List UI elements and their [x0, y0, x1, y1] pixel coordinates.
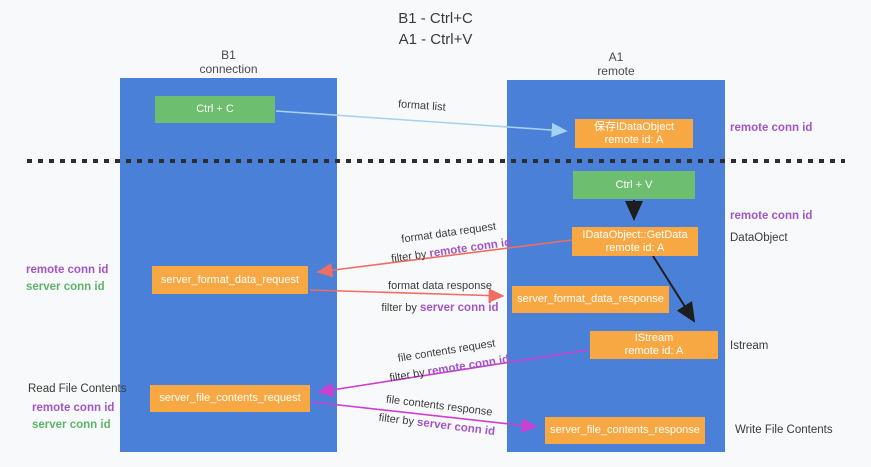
lane-a1-name: A1 — [608, 50, 624, 64]
read-file-contents-label: Read File Contents — [28, 383, 127, 395]
lane-header-a1: A1 remote — [507, 50, 725, 78]
filter-by-text: filter by — [381, 302, 420, 314]
ctrl-v-label: Ctrl + V — [615, 178, 653, 191]
format-list-text: format list — [397, 98, 447, 114]
server-conn-id-label-left-1: server conn id — [26, 281, 105, 293]
format-data-response-label: format data response filter by server co… — [370, 275, 510, 319]
format-data-response-text: format data response — [388, 280, 492, 292]
server-format-data-request-label: server_format_data_request — [160, 273, 300, 286]
save-idataobject-line2: remote id: A — [604, 133, 664, 146]
server-format-data-response-label: server_format_data_response — [517, 293, 664, 305]
ctrl-c-label: Ctrl + C — [196, 103, 234, 115]
remote-conn-id-label-top: remote conn id — [730, 122, 813, 134]
lane-a1-role: remote — [597, 64, 635, 78]
save-idataobject-line1: 保存IDataObject — [593, 120, 675, 133]
filter-by-text: filter by — [390, 248, 431, 266]
server-conn-id-text: server conn id — [419, 302, 499, 314]
server-file-contents-request-label: server_file_contents_request — [159, 392, 301, 404]
file-contents-response-label: file contents response filter by server … — [366, 389, 510, 444]
istream-line2: remote id: A — [624, 345, 684, 357]
remote-conn-id-label-mid: remote conn id — [730, 210, 813, 222]
write-file-contents-label: Write File Contents — [735, 424, 833, 436]
server-file-contents-response-label: server_file_contents_response — [550, 424, 700, 436]
filter-by-text: filter by — [388, 366, 429, 385]
ctrl-v-box: Ctrl + V — [573, 171, 695, 199]
remote-conn-id-label-left-2: remote conn id — [32, 402, 115, 414]
lane-header-b1: B1 connection — [120, 48, 337, 76]
dashed-separator-line — [27, 159, 845, 163]
format-list-label: format list — [398, 98, 446, 113]
diagram-title: B1 - Ctrl+C A1 - Ctrl+V — [0, 8, 871, 50]
getdata-box: IDataObject::GetData remote id: A — [572, 227, 698, 256]
remote-conn-id-label-left-1: remote conn id — [26, 264, 109, 276]
lane-b1-role: connection — [199, 62, 258, 76]
format-data-response-filter: filter by server conn id — [370, 297, 510, 319]
server-file-contents-request-box: server_file_contents_request — [150, 385, 310, 412]
title-line-2: A1 - Ctrl+V — [398, 31, 473, 48]
istream-box: IStream remote id: A — [590, 331, 718, 359]
istream-line1: IStream — [634, 332, 674, 344]
server-format-data-request-box: server_format_data_request — [152, 266, 308, 294]
getdata-line1: IDataObject::GetData — [582, 228, 688, 241]
file-contents-request-label: file contents request filter by remote c… — [376, 331, 520, 388]
left-conn-id-labels-file: remote conn id server conn id — [32, 400, 114, 434]
getdata-line2: remote id: A — [605, 241, 665, 254]
save-idataobject-box: 保存IDataObject remote id: A — [575, 119, 693, 148]
server-format-data-response-box: server_format_data_response — [512, 286, 669, 313]
server-conn-id-text: server conn id — [416, 416, 496, 439]
server-conn-id-label-left-2: server conn id — [32, 419, 111, 431]
format-data-request-label: format data request filter by remote con… — [378, 214, 522, 269]
istream-label: Istream — [730, 340, 769, 352]
left-conn-id-labels-format: remote conn id server conn id — [26, 262, 108, 296]
ctrl-c-box: Ctrl + C — [155, 96, 275, 123]
server-file-contents-response-box: server_file_contents_response — [545, 417, 705, 444]
lane-b1-name: B1 — [221, 48, 236, 62]
dataobject-label: DataObject — [730, 232, 788, 244]
filter-by-text: filter by — [378, 411, 418, 429]
title-line-1: B1 - Ctrl+C — [398, 10, 473, 27]
